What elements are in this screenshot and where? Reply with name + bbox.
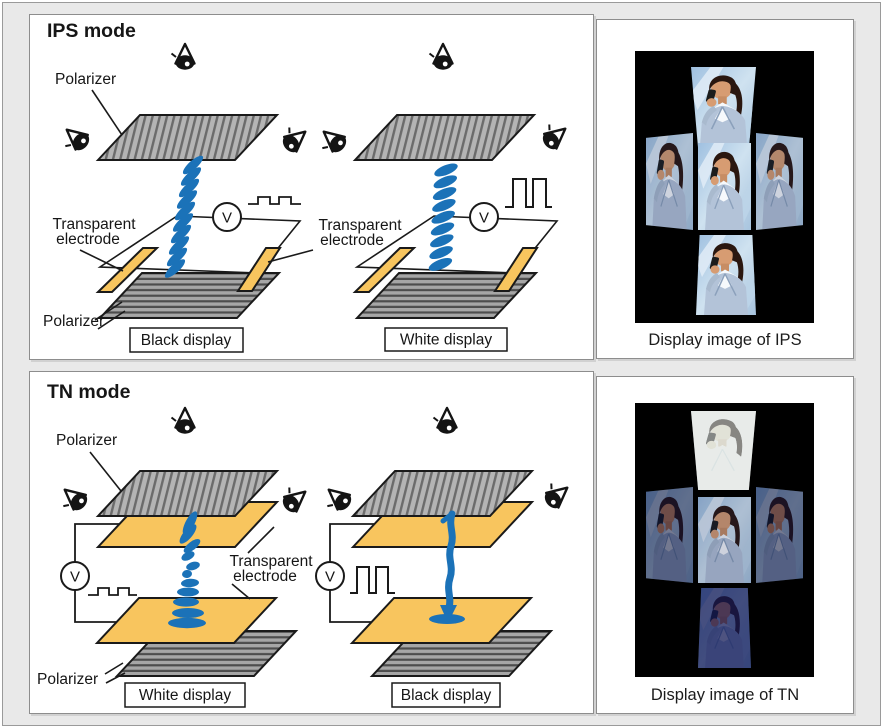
tn-photo-view-bottom — [698, 588, 751, 668]
ips-photo-caption: Display image of IPS — [648, 331, 802, 349]
tn-photo-view-right — [756, 487, 803, 583]
ips-display-photo-panel: Display image of IPS — [596, 19, 854, 359]
tn-photo-view-top — [691, 411, 756, 490]
tn-photo-montage — [635, 403, 814, 677]
ips-photo-view-left — [646, 133, 693, 230]
tn-photo-view-center — [698, 497, 751, 583]
ips-photo-view-bottom — [696, 235, 756, 315]
tn-photo-caption: Display image of TN — [650, 686, 800, 704]
ips-photo-montage — [635, 51, 814, 323]
ips-photo-view-center — [698, 143, 751, 230]
tn-display-photo-panel: Display image of TN — [596, 376, 854, 714]
ips-photo-view-top — [691, 67, 756, 149]
tn-photo-view-left — [646, 487, 693, 583]
ips-mode-diagram-panel — [29, 14, 594, 360]
tn-mode-diagram-panel — [29, 371, 594, 714]
ips-photo-view-right — [756, 133, 803, 230]
